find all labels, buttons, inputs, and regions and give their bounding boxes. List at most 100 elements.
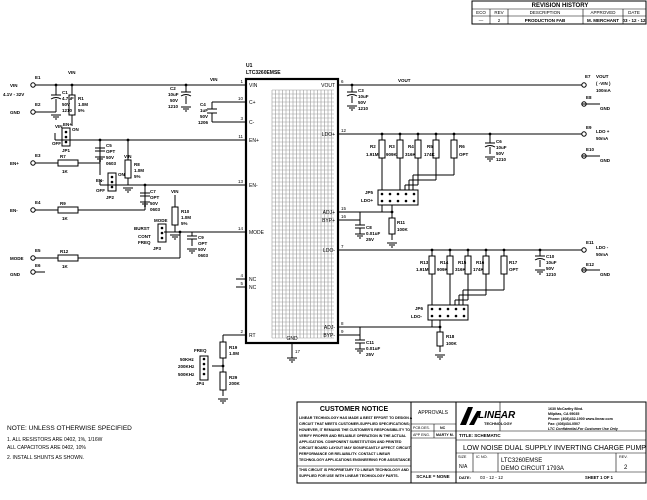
c10-size: 1210 [546, 272, 557, 277]
e9-sub: 50mA [596, 136, 609, 141]
turret-e9[interactable] [581, 131, 587, 137]
e1-sub: 4.1V - 32V [3, 92, 24, 97]
r1-val: 1.0M [78, 102, 88, 107]
turret-e7[interactable] [581, 82, 587, 88]
jp5-ref: JP5 [365, 190, 374, 195]
turret-e10[interactable] [581, 153, 587, 159]
notice-line: VERIFY PROPER AND RELIABLE OPERATION IN … [299, 434, 407, 438]
e1-ref: E1 [35, 75, 41, 80]
jp1-on: ON [72, 127, 79, 132]
pin-num-enminus: 13 [238, 179, 244, 184]
turret-e4[interactable] [30, 207, 36, 213]
jp2-mid: EN- [96, 178, 104, 183]
addr-2: Milpitas, CA 95035 [548, 412, 579, 416]
e8-label: GND [600, 106, 611, 111]
turret-e2[interactable] [30, 109, 36, 115]
date-val: 03 - 12 - 12 [480, 475, 504, 480]
conf: LTC Confidential-For Customer Use Only [548, 427, 619, 431]
pin-num-adjp: 15 [341, 206, 347, 211]
notice-line: APPLICATION. COMPONENT SUBSTITUTION AND … [299, 440, 402, 444]
turret-e1[interactable] [30, 82, 36, 88]
jp1-off: OFF [52, 141, 61, 146]
title-block: CUSTOMER NOTICE LINEAR TECHNOLOGY HAS MA… [296, 401, 647, 484]
rev-header-eco: ECO [476, 10, 486, 15]
pin-num-vout: 6 [341, 79, 344, 84]
logo-text: LINEAR [478, 410, 516, 421]
jumper-pin [430, 307, 434, 311]
r6-ref: R6 [459, 144, 465, 149]
r16-ref: R16 [476, 260, 485, 265]
turret-e8[interactable] [581, 101, 587, 107]
r18-ref: R18 [446, 334, 455, 339]
rev-label: REV. [619, 455, 628, 459]
r17-val: OPT [509, 267, 519, 272]
jumper-jp2[interactable] [107, 172, 117, 192]
r2-val: 1.91M [366, 152, 379, 157]
turret-e3[interactable] [30, 160, 36, 166]
rev-approved: M. MERCHANT [587, 18, 619, 23]
jumper-jp1[interactable] [61, 127, 71, 147]
jumper-pin [404, 199, 408, 203]
r9-ref: R9 [60, 201, 66, 206]
pin-num-mode: 14 [238, 226, 244, 231]
jumper-jp5[interactable] [377, 189, 419, 206]
jumper-pin [388, 199, 392, 203]
r3-val: 909K [386, 152, 398, 157]
c11-volt: 25V [366, 352, 374, 357]
c6-volt: 50V [496, 151, 504, 156]
c1-val: 4.7uF [62, 96, 74, 101]
r19-ref: R19 [229, 345, 238, 350]
jp1-mid: EN+ [63, 122, 72, 127]
pin-name-nc2: NC [249, 285, 257, 291]
jp3-freq: FREQ [138, 240, 151, 245]
r18-val: 100K [446, 341, 458, 346]
e7-sub: ( -VIN ) [596, 81, 611, 86]
e9-ref: E9 [586, 125, 592, 130]
turret-e5[interactable] [30, 255, 36, 261]
size-val: N/A [459, 464, 468, 470]
r5-ref: R5 [427, 144, 433, 149]
pin-name-vin: VIN [249, 83, 258, 89]
r4-ref: R4 [408, 144, 414, 149]
c3-size: 1210 [358, 106, 369, 111]
ic-u1: U1 LTC3260EMSE VIN C+ [232, 63, 352, 358]
jumper-jp6[interactable] [427, 304, 469, 321]
e6-ref: E6 [35, 263, 41, 268]
turret-e12[interactable] [581, 267, 587, 273]
r13-ref: R13 [420, 260, 429, 265]
turret-e11[interactable] [581, 247, 587, 253]
c1-size: 1210 [62, 108, 73, 113]
e5-ref: E5 [35, 248, 41, 253]
e2-ref: E2 [35, 102, 41, 107]
r3-ref: R3 [389, 144, 395, 149]
r7-ref: R7 [60, 154, 66, 159]
notice-title: CUSTOMER NOTICE [320, 406, 389, 413]
jp2-ref: JP2 [106, 195, 115, 200]
c4-ref: C4 [200, 102, 206, 107]
c3-volt: 50V [358, 100, 366, 105]
notice-line: PERFORMANCE OR RELIABILITY. CONTACT LINE… [299, 452, 390, 456]
e10-ref: E10 [586, 147, 595, 152]
jp5-label: LDO+ [361, 198, 373, 203]
jp3-ref: JP3 [153, 246, 162, 251]
turret-e6[interactable] [30, 269, 36, 275]
jumper-pin [430, 314, 434, 318]
r12-ref: R12 [60, 249, 69, 254]
e7-ref: E7 [585, 74, 591, 79]
net-vin-3: VIN [55, 124, 63, 129]
pin-name-enminus: EN- [249, 183, 258, 189]
pin-name-nc1: NC [249, 277, 257, 283]
notes: NOTE: UNLESS OTHERWISE SPECIFIED 1. ALL … [7, 425, 132, 461]
jp3-burst: BURST [134, 226, 150, 231]
jumper-jp4[interactable] [199, 355, 209, 381]
app-label: APP ENG. [413, 433, 430, 437]
r10-tol: 5% [181, 221, 188, 226]
jp4-opt-1: 50KHz [180, 357, 195, 362]
c6-val: 10uF [496, 145, 507, 150]
jumper-pin [412, 199, 416, 203]
e4-ref: E4 [35, 200, 41, 205]
jumper-jp3[interactable] [157, 223, 167, 243]
r13-val: 1.91M [416, 267, 429, 272]
rev-header-rev: REV [494, 10, 503, 15]
